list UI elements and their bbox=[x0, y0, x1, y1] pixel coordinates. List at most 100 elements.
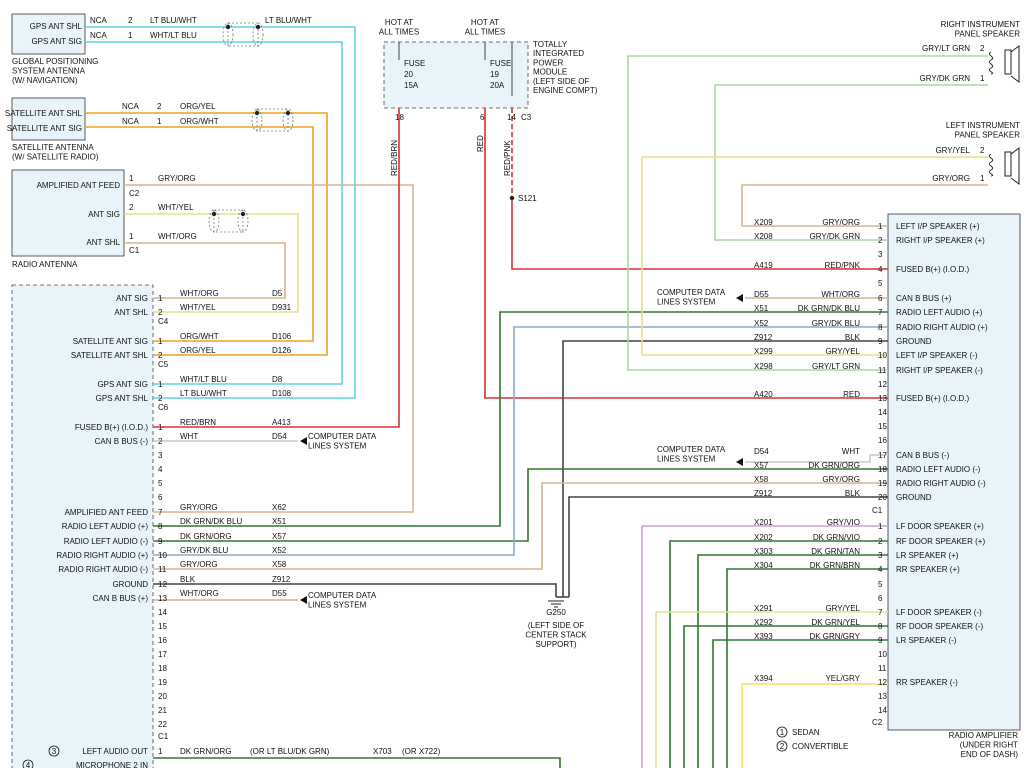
wire-color: GRY/ORG bbox=[822, 475, 860, 484]
tipm-title: ENGINE COMPT) bbox=[533, 86, 598, 95]
pin-number: 18 bbox=[878, 465, 887, 474]
amp-ant-feed-wire bbox=[124, 184, 414, 513]
pin-number: 18 bbox=[395, 113, 404, 122]
wire-color: GRY/YEL bbox=[935, 146, 970, 155]
computer-data-label: LINES SYSTEM bbox=[308, 442, 367, 451]
amp-pin-label: RR SPEAKER (-) bbox=[896, 678, 958, 687]
circuit-id: D108 bbox=[272, 389, 292, 398]
amplifier-box bbox=[887, 213, 1021, 731]
pin-number: 4 bbox=[878, 565, 883, 574]
radio-pin-label: RADIO LEFT AUDIO (+) bbox=[62, 522, 149, 531]
gps-sig-wire bbox=[85, 41, 343, 385]
wire-color: DK GRN/ORG bbox=[808, 461, 860, 470]
circuit-id: X303 bbox=[754, 547, 773, 556]
radio-ant-pin-label: AMPLIFIED ANT FEED bbox=[37, 181, 121, 190]
pin-number: 1 bbox=[158, 423, 163, 432]
pin-number: 12 bbox=[158, 580, 167, 589]
legend-label: SEDAN bbox=[792, 728, 820, 737]
pin-number: 13 bbox=[158, 594, 167, 603]
circuit-id: X208 bbox=[754, 232, 773, 241]
wire-color: GRY/ORG bbox=[822, 218, 860, 227]
circuit-id: X51 bbox=[272, 517, 287, 526]
wire-color: DK GRN/DK BLU bbox=[798, 304, 860, 313]
pin-number: 21 bbox=[158, 706, 167, 715]
wire-color: RED/BRN bbox=[390, 140, 399, 176]
amp-pin-label: RIGHT I/P SPEAKER (-) bbox=[896, 366, 983, 375]
radio-antenna-title: RADIO ANTENNA bbox=[12, 260, 78, 269]
gps-antenna-title: GLOBAL POSITIONING bbox=[12, 57, 98, 66]
splice-dot bbox=[240, 211, 246, 217]
pin-number: 20 bbox=[158, 692, 167, 701]
radio-left-audio-plus-wire bbox=[153, 311, 888, 527]
fuse-label: FUSE bbox=[490, 59, 511, 68]
pin-number: 8 bbox=[878, 323, 883, 332]
fused-b-amp-4-wire bbox=[511, 198, 888, 270]
pin-number: 17 bbox=[158, 650, 167, 659]
circuit-id: X209 bbox=[754, 218, 773, 227]
circuit-id: D55 bbox=[272, 589, 287, 598]
pin-number: 20 bbox=[878, 493, 887, 502]
pin-number: 2 bbox=[980, 146, 985, 155]
lf-door-minus-wire bbox=[655, 611, 888, 768]
pin-number: 2 bbox=[878, 537, 883, 546]
gps-antenna-title: (W/ NAVIGATION) bbox=[12, 76, 78, 85]
wire-color: WHT bbox=[842, 447, 860, 456]
hot-at-all-times: ALL TIMES bbox=[465, 28, 505, 37]
wire-color: GRY/YEL bbox=[825, 604, 860, 613]
pin-number: 1 bbox=[129, 232, 134, 241]
pin-number: 5 bbox=[878, 580, 883, 589]
amp-pin-label: FUSED B(+) (I.O.D.) bbox=[896, 265, 969, 274]
pin-number: 2 bbox=[878, 236, 883, 245]
pin-number: 3 bbox=[158, 451, 163, 460]
wire-color: WHT/YEL bbox=[180, 303, 216, 312]
circuit-id: X52 bbox=[272, 546, 287, 555]
circuit-id: X58 bbox=[754, 475, 769, 484]
connector-id: C2 bbox=[872, 718, 883, 727]
computer-data-label: COMPUTER DATA bbox=[308, 591, 377, 600]
circuit-id: Z912 bbox=[272, 575, 291, 584]
legend-number: 1 bbox=[780, 728, 785, 737]
pin-number: 4 bbox=[878, 265, 883, 274]
pin-number: 13 bbox=[878, 692, 887, 701]
pin-number: 19 bbox=[878, 479, 887, 488]
circuit-id: D54 bbox=[272, 432, 287, 441]
wire-color: WHT/ORG bbox=[180, 589, 219, 598]
wire-color: GRY/ORG bbox=[158, 174, 196, 183]
wire-color: DK GRN/DK BLU bbox=[180, 517, 242, 526]
tipm-title: (LEFT SIDE OF bbox=[533, 77, 589, 86]
pin-number: 6 bbox=[480, 113, 485, 122]
wire-color: DK GRN/BRN bbox=[810, 561, 860, 570]
amp-pin-label: GROUND bbox=[896, 493, 932, 502]
circuit-id: X304 bbox=[754, 561, 773, 570]
wire-color: RED bbox=[476, 135, 485, 152]
nca-label: NCA bbox=[122, 117, 140, 126]
fused-b-amp-13-wire bbox=[484, 108, 888, 399]
wire-color: DK GRN/TAN bbox=[811, 547, 860, 556]
pin-number: 2 bbox=[158, 394, 163, 403]
amplifier-title: (UNDER RIGHT bbox=[960, 741, 1018, 750]
circuit-id: Z912 bbox=[754, 333, 773, 342]
amplifier-title: END OF DASH) bbox=[961, 750, 1019, 759]
shield-icon bbox=[237, 209, 249, 233]
wire-color: ORG/YEL bbox=[180, 102, 216, 111]
circuit-id: D106 bbox=[272, 332, 292, 341]
circuit-id: X202 bbox=[754, 533, 773, 542]
circuit-id: D8 bbox=[272, 375, 283, 384]
amp-pin-label: LR SPEAKER (-) bbox=[896, 636, 957, 645]
circuit-id: X292 bbox=[754, 618, 773, 627]
legend-label: CONVERTIBLE bbox=[792, 742, 848, 751]
pin-number: 5 bbox=[878, 279, 883, 288]
ground-radio-wire bbox=[153, 583, 557, 597]
circuit-id: X394 bbox=[754, 674, 773, 683]
pin-number: 22 bbox=[158, 720, 167, 729]
pin-number: 2 bbox=[128, 16, 133, 25]
computer-data-label: COMPUTER DATA bbox=[308, 432, 377, 441]
ground-desc: SUPPORT) bbox=[535, 640, 577, 649]
tipm-title: MODULE bbox=[533, 68, 567, 77]
pin-number: 16 bbox=[158, 636, 167, 645]
wire-color: GRY/LT GRN bbox=[922, 44, 970, 53]
wire-color: YEL/GRY bbox=[825, 674, 860, 683]
amp-pin-label: FUSED B(+) (I.O.D.) bbox=[896, 394, 969, 403]
fuse-number: 20 bbox=[404, 70, 413, 79]
pin-number: 11 bbox=[878, 664, 887, 673]
